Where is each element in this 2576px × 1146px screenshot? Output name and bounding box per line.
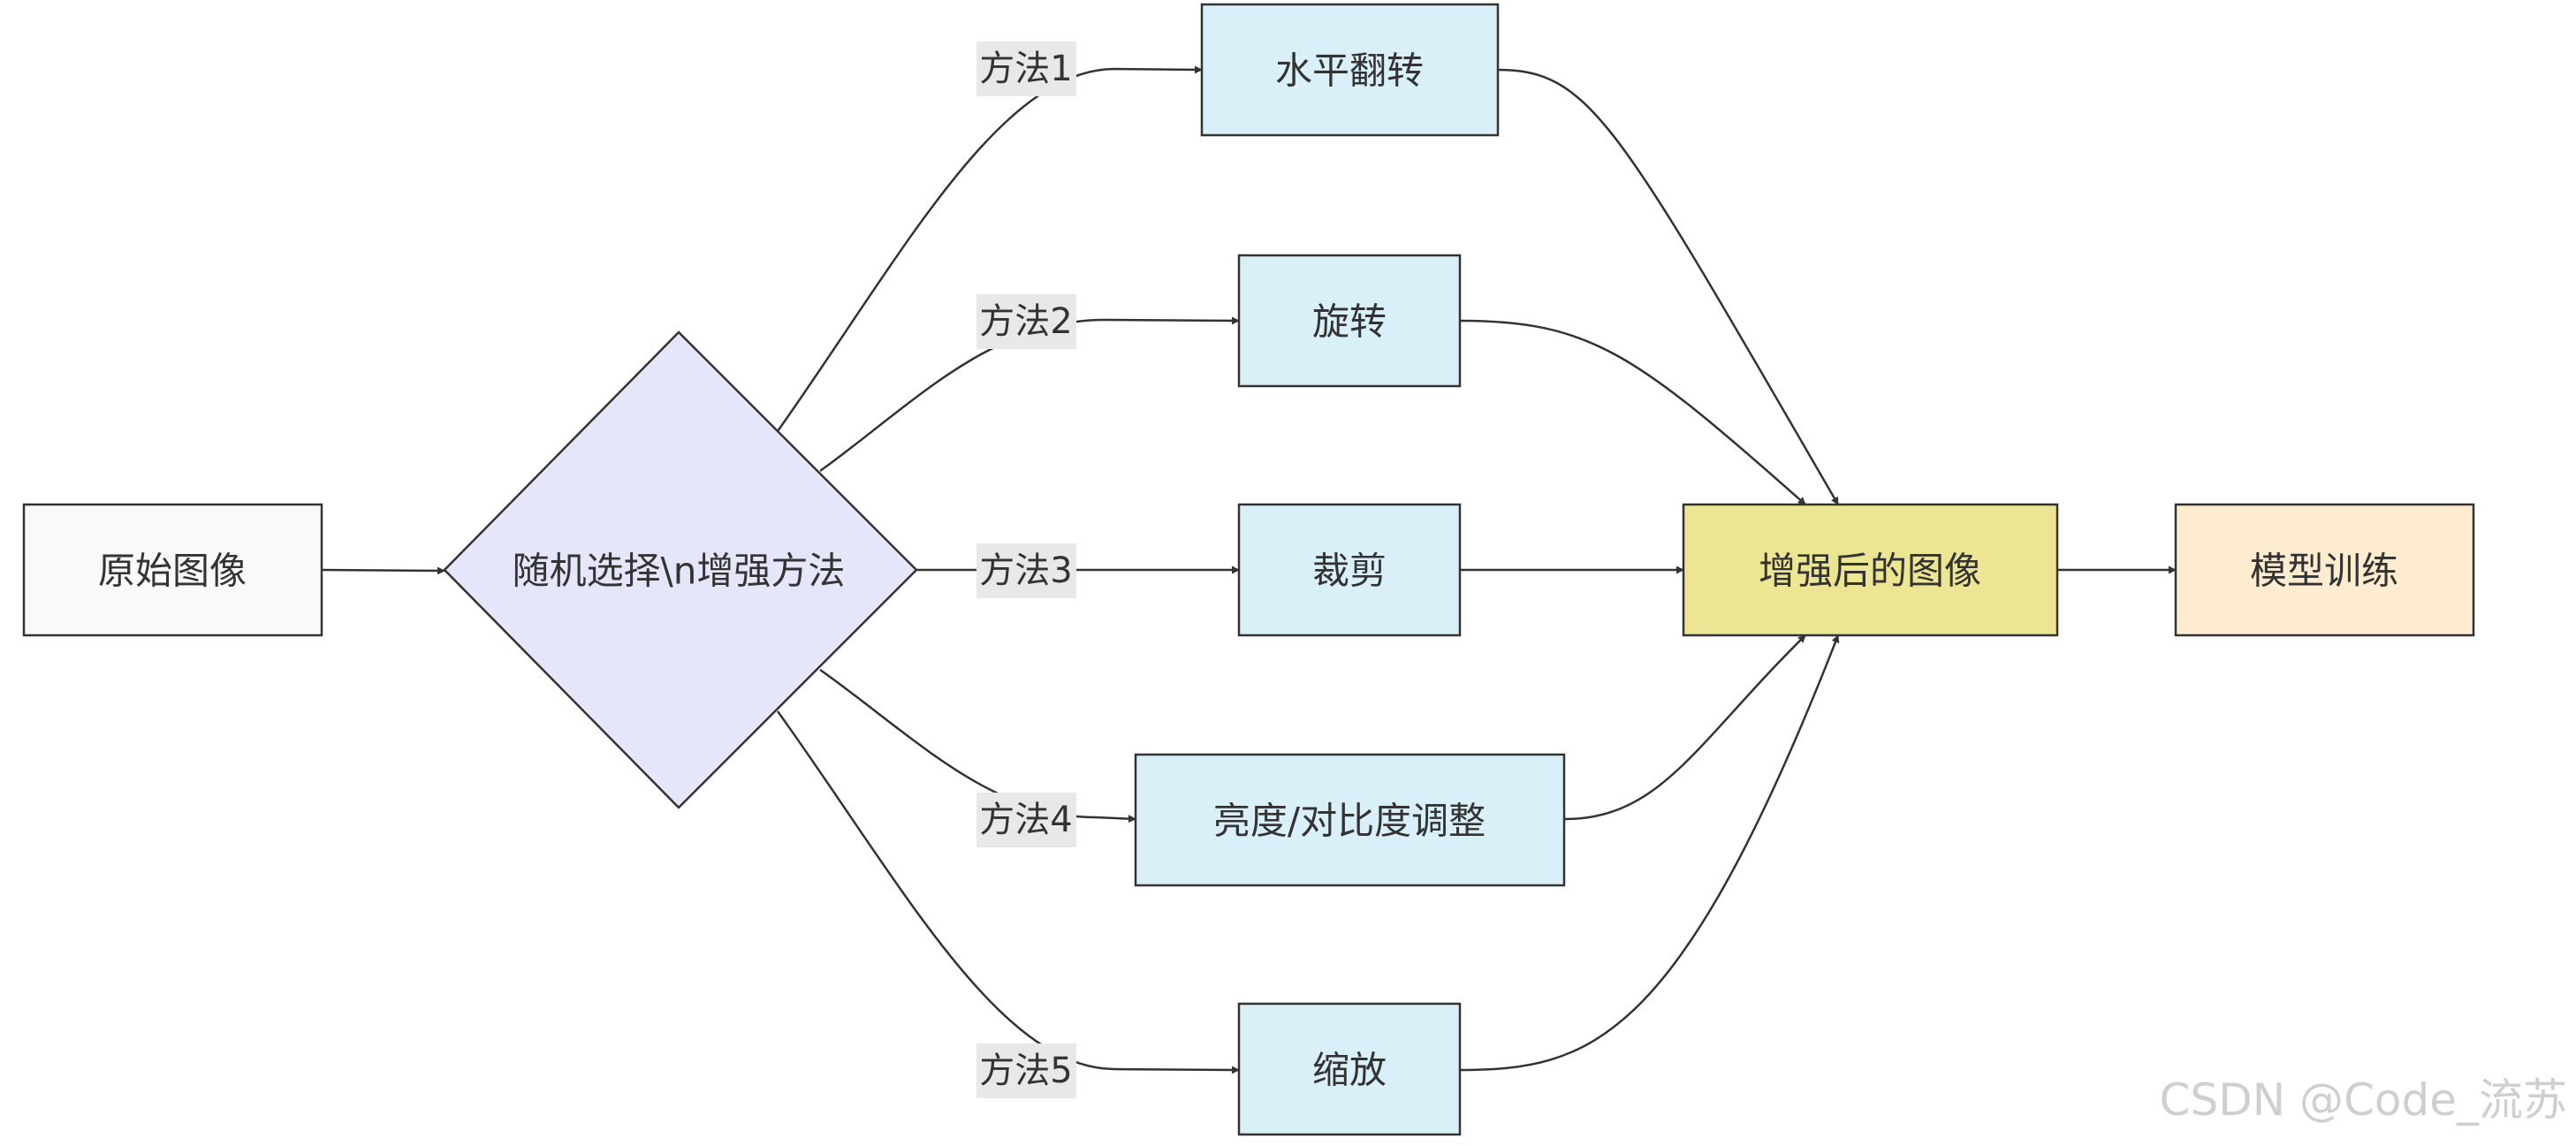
edge-label-m1: 方法1	[976, 42, 1076, 96]
edge-label-m4-bg	[976, 793, 1076, 847]
node-original-label: 原始图像	[98, 550, 247, 593]
node-enhanced-box[interactable]	[1682, 503, 2059, 637]
edge-labels-group: 方法1 方法2 方法3 方法4 方法5	[976, 42, 1076, 1098]
edge-label-m3: 方法3	[976, 543, 1076, 598]
edge-original-to-random	[321, 566, 445, 575]
edge-label-m4-text: 方法4	[979, 800, 1072, 840]
node-brightness-label: 亮度/对比度调整	[1213, 800, 1486, 843]
edge-label-m5-text: 方法5	[979, 1051, 1072, 1091]
edge-label-m4: 方法4	[976, 793, 1076, 847]
node-crop-box[interactable]	[1237, 503, 1462, 637]
node-flip-box[interactable]	[1200, 3, 1500, 137]
edge-label-m2-text: 方法2	[979, 301, 1072, 342]
node-rotate-label: 旋转	[1312, 300, 1387, 344]
node-scale-label: 缩放	[1312, 1049, 1387, 1092]
node-rotate[interactable]: 旋转	[1237, 254, 1462, 388]
node-brightness[interactable]: 亮度/对比度调整	[1134, 753, 1566, 887]
node-training[interactable]: 模型训练	[2174, 503, 2475, 637]
edge-scale-to-enhanced	[1459, 634, 1840, 1072]
nodes-group: 原始图像 随机选择\n增强方法 水平翻转 旋转 裁剪 亮度/对比度调整 缩放	[22, 3, 2475, 1136]
node-random-label: 随机选择\n增强方法	[513, 550, 846, 593]
edge-random-to-scale	[776, 710, 1240, 1074]
node-random[interactable]: 随机选择\n增强方法	[443, 330, 918, 809]
node-flip-label: 水平翻转	[1275, 49, 1424, 93]
node-original-box[interactable]	[22, 503, 323, 637]
edge-random-to-flip	[776, 65, 1203, 432]
node-random-diamond[interactable]	[443, 330, 918, 809]
node-training-label: 模型训练	[2250, 550, 2398, 593]
edge-rotate-to-enhanced	[1459, 319, 1806, 505]
node-enhanced[interactable]: 增强后的图像	[1682, 503, 2059, 637]
edge-label-m5-bg	[976, 1044, 1076, 1098]
edge-label-m1-text: 方法1	[979, 49, 1072, 89]
node-brightness-box[interactable]	[1134, 753, 1566, 887]
node-crop[interactable]: 裁剪	[1237, 503, 1462, 637]
edge-label-m5: 方法5	[976, 1044, 1076, 1098]
edge-flip-to-enhanced	[1497, 68, 1840, 505]
edge-label-m3-text: 方法3	[979, 550, 1072, 591]
node-training-box[interactable]	[2174, 503, 2475, 637]
edge-brightness-to-enhanced	[1563, 634, 1806, 821]
edge-label-m2-bg	[976, 294, 1076, 349]
node-enhanced-label: 增强后的图像	[1759, 550, 1981, 593]
node-scale[interactable]: 缩放	[1237, 1002, 1462, 1136]
node-original[interactable]: 原始图像	[22, 503, 323, 637]
node-rotate-box[interactable]	[1237, 254, 1462, 388]
node-crop-label: 裁剪	[1312, 550, 1387, 593]
node-flip[interactable]: 水平翻转	[1200, 3, 1500, 137]
edge-label-m3-bg	[976, 543, 1076, 598]
edge-label-m1-bg	[976, 42, 1076, 96]
node-scale-box[interactable]	[1237, 1002, 1462, 1136]
watermark-text: CSDN @Code_流苏	[2160, 1074, 2567, 1126]
edge-label-m2: 方法2	[976, 294, 1076, 349]
edges-group	[321, 65, 2177, 1074]
